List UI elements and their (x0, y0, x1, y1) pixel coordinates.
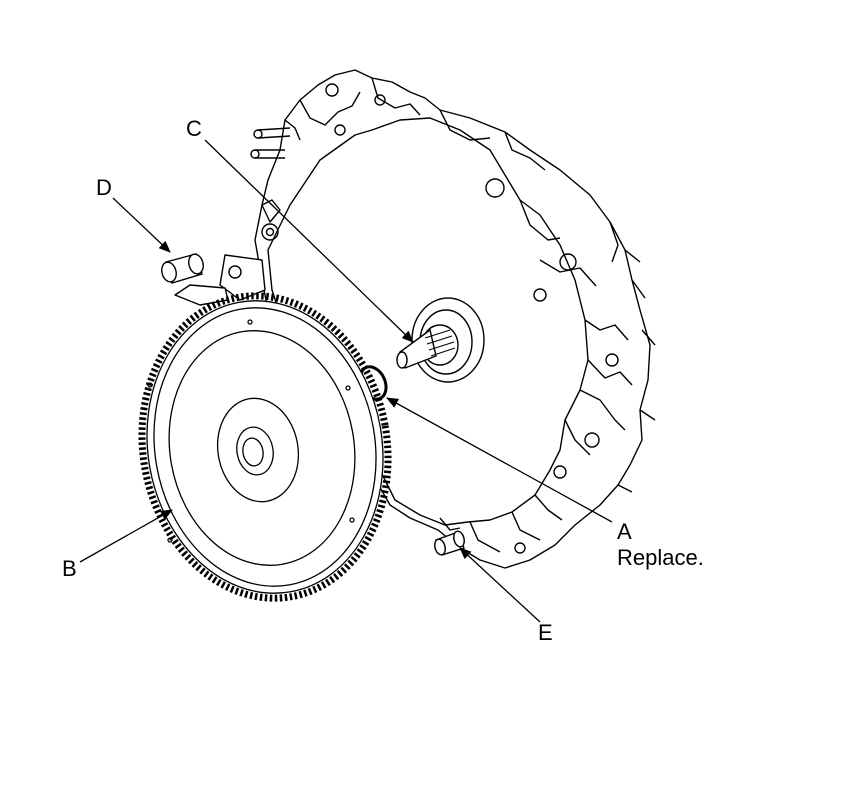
flywheel-drive-plate (138, 292, 392, 602)
leader-line-a (386, 397, 613, 523)
leader-lines (79, 139, 613, 623)
leader-line-c (204, 139, 414, 343)
callout-d-label: D (96, 175, 112, 200)
callout-b-label: B (62, 556, 77, 581)
callout-e-label: E (538, 620, 553, 645)
leader-line-b (79, 509, 173, 563)
dowel-pin-lower (434, 530, 465, 556)
leader-line-e (459, 547, 541, 623)
callout-c-label: C (186, 116, 202, 141)
input-shaft (396, 297, 485, 383)
leader-line-d (112, 197, 171, 253)
dowel-pin-upper (161, 253, 204, 284)
callout-a-note: Replace. (617, 545, 704, 570)
callout-a-label: A (617, 519, 632, 544)
